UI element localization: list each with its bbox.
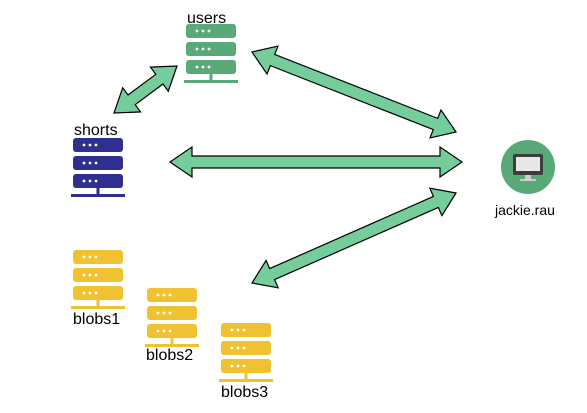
users-label: users xyxy=(187,10,227,27)
blobs2-server-icon xyxy=(145,288,199,347)
blobs1-server-icon xyxy=(71,250,125,309)
blobs2-label: blobs2 xyxy=(146,347,194,364)
blobs1-label: blobs1 xyxy=(73,311,121,328)
desktop-computer-icon xyxy=(501,140,555,194)
arrow-users-client xyxy=(251,45,457,139)
arrow-client-blobs xyxy=(251,187,457,289)
blobs3-label: blobs3 xyxy=(221,384,269,401)
shorts-server-icon xyxy=(71,138,125,197)
blobs3-server-icon xyxy=(219,323,273,382)
users-server-icon xyxy=(184,24,238,83)
arrow-users-shorts xyxy=(113,65,178,114)
shorts-label: shorts xyxy=(74,122,118,139)
client-label: jackie.rau xyxy=(495,202,555,218)
arrow-shorts-client xyxy=(168,145,464,179)
